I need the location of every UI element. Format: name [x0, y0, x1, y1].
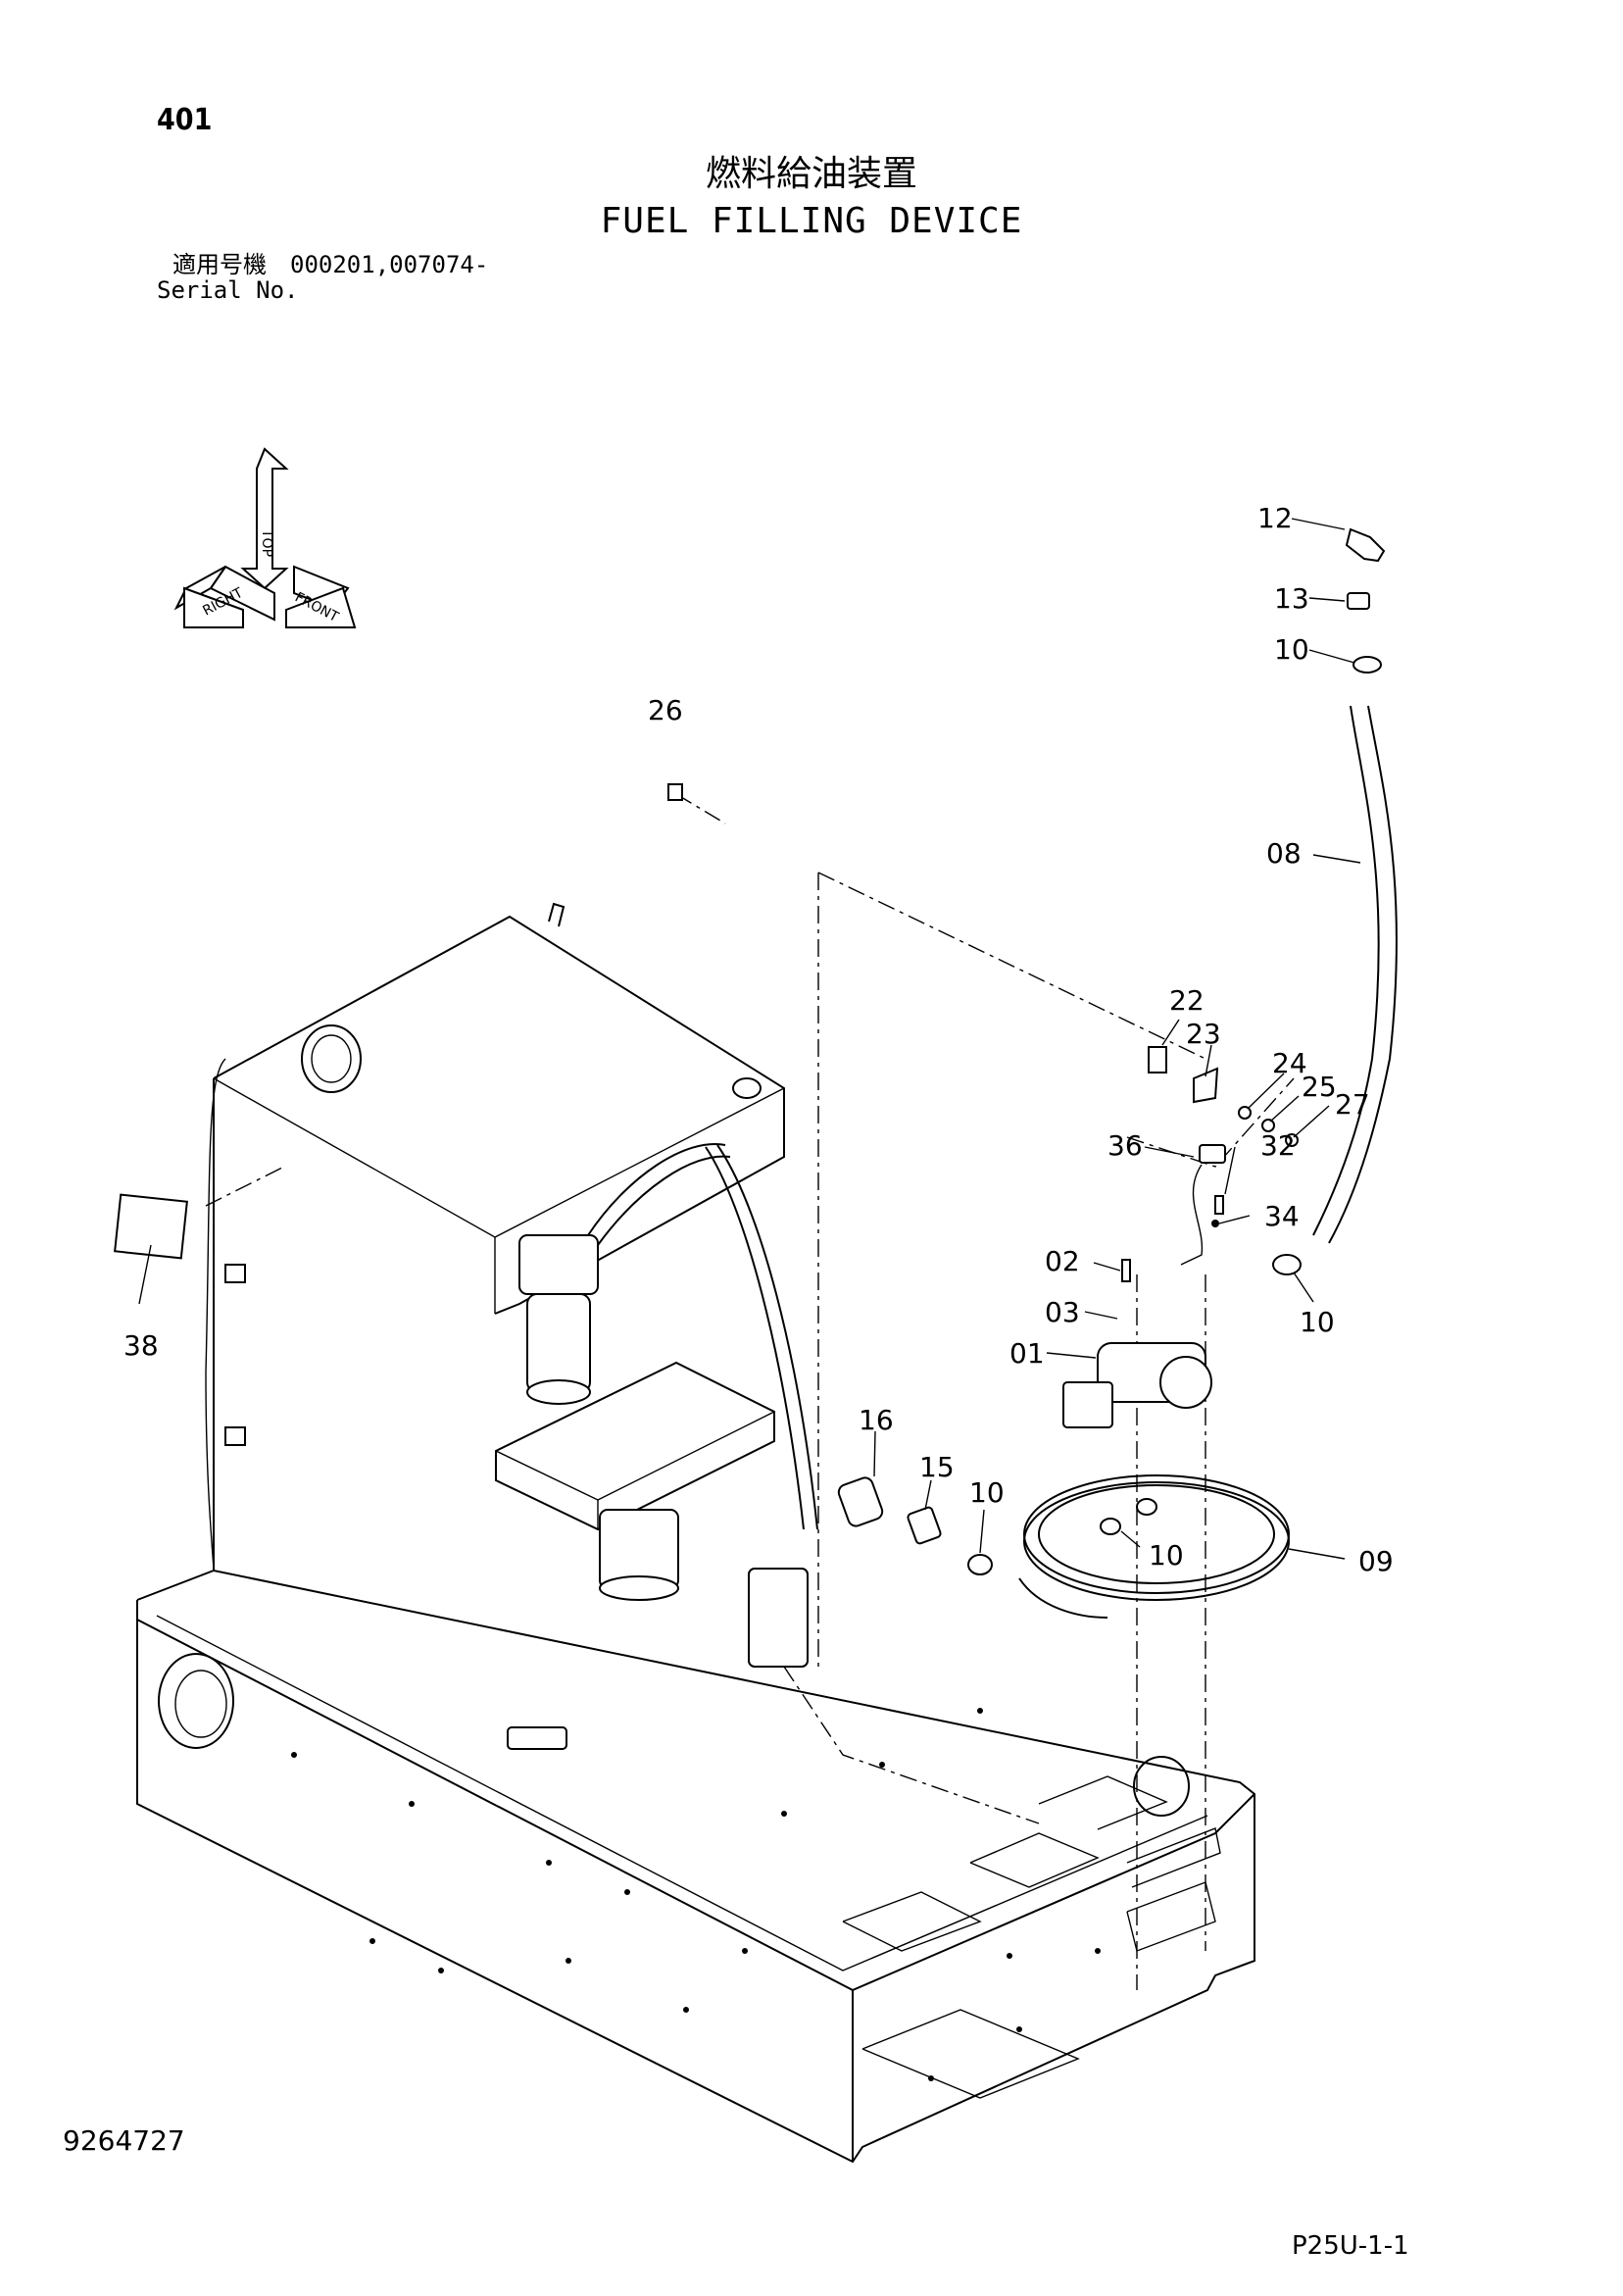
callout-25: 25	[1302, 1071, 1337, 1103]
callout-10d: 10	[1149, 1539, 1184, 1572]
page-number: 401	[157, 103, 213, 137]
leader-lines	[138, 518, 1361, 1560]
fuel-tank-panel	[213, 902, 785, 1571]
callout-10b: 10	[1300, 1306, 1335, 1338]
callout-22: 22	[1169, 984, 1205, 1017]
part-callouts: 12 13 10 26 08 22 23 24 25 27 36 32 34 0…	[123, 502, 1394, 1577]
callout-15: 15	[919, 1451, 955, 1483]
callout-02: 02	[1045, 1245, 1080, 1277]
callout-34: 34	[1264, 1200, 1300, 1232]
mounting-parts	[224, 1077, 809, 1750]
exploded-parts	[114, 527, 1398, 1619]
frame-holes	[291, 1708, 1101, 2081]
title-english: FUEL FILLING DEVICE	[600, 201, 1023, 241]
tank-hoses	[205, 1058, 818, 1570]
callout-24: 24	[1272, 1047, 1307, 1079]
callout-03: 03	[1045, 1296, 1080, 1328]
document-id: 9264727	[63, 2124, 185, 2157]
orientation-icon: TOP FRONT RIGHT	[173, 447, 357, 628]
base-frame	[136, 1569, 1255, 2164]
callout-08: 08	[1266, 837, 1302, 870]
callout-38: 38	[123, 1329, 159, 1362]
pump-bracket	[495, 1361, 775, 1601]
orientation-label-top: TOP	[259, 528, 274, 557]
callout-01: 01	[1009, 1337, 1045, 1370]
sheet-code: P25U-1-1	[1292, 2231, 1409, 2261]
callout-13: 13	[1274, 582, 1309, 615]
callout-36: 36	[1107, 1129, 1143, 1162]
callout-09: 09	[1358, 1545, 1394, 1577]
callout-32: 32	[1260, 1129, 1296, 1162]
fuel-filter	[518, 1234, 599, 1405]
serial-label-japanese: 適用号機 000201,007074-	[172, 251, 489, 278]
callout-10c: 10	[969, 1476, 1005, 1509]
callout-12: 12	[1257, 502, 1293, 534]
callout-27: 27	[1335, 1088, 1370, 1121]
callout-23: 23	[1186, 1018, 1221, 1050]
callout-10a: 10	[1274, 633, 1309, 666]
callout-26: 26	[648, 694, 683, 726]
callout-16: 16	[859, 1404, 894, 1436]
title-japanese: 燃料給油装置	[705, 154, 917, 194]
serial-label-english: Serial No.	[157, 276, 299, 304]
